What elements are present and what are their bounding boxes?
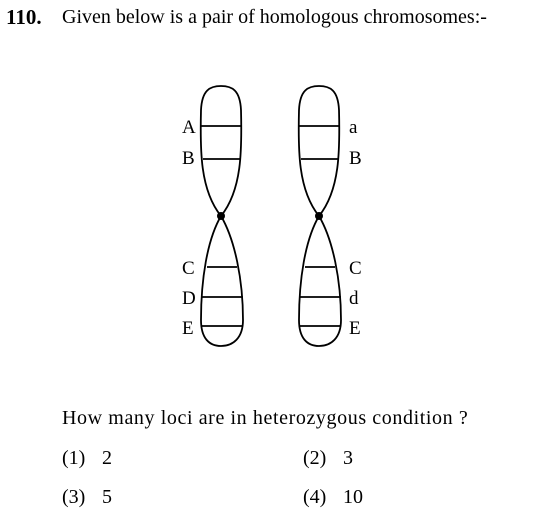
left-chromosome-lower-arm (200, 214, 244, 347)
left-label-lower-3: E (182, 318, 194, 339)
left-chromosome-upper-arm (199, 85, 243, 218)
left-label-lower-2: D (182, 288, 196, 309)
option-1-label: (1) (62, 447, 86, 469)
left-chromosome (199, 85, 244, 347)
sub-question: How many loci are in heterozygous condit… (62, 407, 469, 429)
right-label-lower-1: C (349, 258, 362, 279)
right-centromere (315, 212, 323, 220)
homologous-chromosomes-diagram: A B C D E a B C d E (182, 85, 362, 347)
right-chromosome-upper-arm (297, 85, 341, 218)
option-2-value: 3 (343, 447, 353, 469)
question-number: 110. (6, 5, 42, 29)
option-1-value: 2 (102, 447, 112, 469)
question-stem: Given below is a pair of homologous chro… (62, 6, 487, 28)
right-label-upper-1: a (349, 117, 358, 138)
option-4-value: 10 (343, 486, 363, 508)
right-label-lower-2: d (349, 288, 359, 309)
right-label-upper-2: B (349, 148, 362, 169)
option-2-label: (2) (303, 447, 327, 469)
option-4[interactable]: (4) 10 (303, 484, 363, 510)
left-centromere (217, 212, 225, 220)
right-chromosome (297, 85, 342, 347)
option-1[interactable]: (1) 2 (62, 445, 112, 471)
left-label-lower-1: C (182, 258, 195, 279)
right-label-lower-3: E (349, 318, 361, 339)
option-3-value: 5 (102, 486, 112, 508)
option-4-label: (4) (303, 486, 327, 508)
left-label-upper-1: A (182, 117, 196, 138)
right-chromosome-lower-arm (298, 214, 342, 347)
left-label-upper-2: B (182, 148, 195, 169)
option-3[interactable]: (3) 5 (62, 484, 112, 510)
option-3-label: (3) (62, 486, 86, 508)
option-2[interactable]: (2) 3 (303, 445, 353, 471)
